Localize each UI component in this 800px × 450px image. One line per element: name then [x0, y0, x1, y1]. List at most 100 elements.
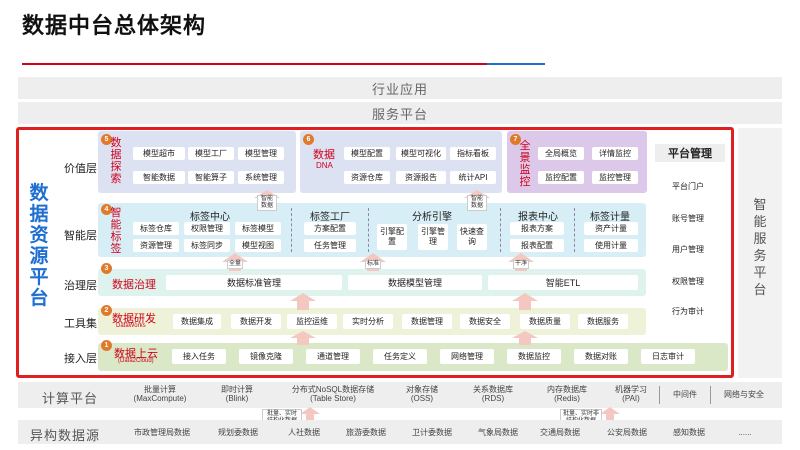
- compute-divider-1: [710, 386, 711, 404]
- arrow-shape: [600, 407, 620, 423]
- explore-item-1[interactable]: 模型工厂: [188, 147, 234, 160]
- dna-title: 数据: [313, 149, 335, 161]
- arrow-label-smart-data-2: 智能数据: [467, 195, 487, 211]
- intel-g0-item-5[interactable]: 模型视图: [235, 239, 281, 252]
- smart-service-label: 智能服务平台: [753, 197, 767, 297]
- arrow-label-smart-data-1: 智能数据: [257, 195, 277, 211]
- gov-item-1[interactable]: 数据模型管理: [348, 275, 482, 290]
- compute-item-7: 中间件: [662, 390, 708, 399]
- access-item-1[interactable]: 镜像克隆: [239, 349, 293, 364]
- intel-divider-2: [500, 208, 501, 252]
- intel-g3-item-1[interactable]: 报表配置: [510, 239, 564, 252]
- layer-label-tools: 工具集: [64, 318, 97, 330]
- intel-g0-item-1[interactable]: 权限管理: [184, 222, 230, 235]
- compute-item-2-sub: (Table Store): [310, 394, 356, 403]
- dna-item-3[interactable]: 资源仓库: [344, 171, 390, 184]
- mgmt-item-0[interactable]: 平台门户: [672, 182, 704, 191]
- arrow-label-clean: 干净: [513, 260, 530, 269]
- intel-group-3-title: 报表中心: [518, 212, 558, 223]
- intel-g4-item-0[interactable]: 资产计量: [584, 222, 638, 235]
- access-item-7[interactable]: 日志审计: [641, 349, 695, 364]
- dna-item-1[interactable]: 模型可视化: [396, 147, 446, 160]
- mgmt-item-1[interactable]: 账号管理: [672, 214, 704, 223]
- intel-g3-item-0[interactable]: 报表方案: [510, 222, 564, 235]
- compute-divider-0: [659, 386, 660, 404]
- compute-item-4-sub: (RDS): [481, 394, 505, 403]
- intel-g4-item-1[interactable]: 使用计量: [584, 239, 638, 252]
- intel-g1-item-1[interactable]: 任务管理: [304, 239, 356, 252]
- hetero-item-9: ......: [738, 428, 752, 437]
- intel-group-1-title: 标签工厂: [310, 212, 350, 223]
- explore-item-2[interactable]: 模型管理: [238, 147, 284, 160]
- access-item-0[interactable]: 接入任务: [172, 349, 226, 364]
- compute-item-0: 批量计算(MaxCompute): [120, 385, 200, 403]
- access-item-3[interactable]: 任务定义: [373, 349, 427, 364]
- dna-item-2[interactable]: 指标看板: [450, 147, 496, 160]
- monitor-item-3[interactable]: 监控管理: [592, 171, 638, 184]
- intel-divider-0: [291, 208, 292, 252]
- tools-item-2[interactable]: 监控运维: [287, 314, 337, 329]
- intel-g0-item-2[interactable]: 标签模型: [235, 222, 281, 235]
- compute-item-7-title: 中间件: [673, 390, 697, 399]
- explore-item-0[interactable]: 模型超市: [133, 147, 185, 160]
- intel-g2-item-2[interactable]: 快速查询: [457, 224, 487, 250]
- intel-g0-item-0[interactable]: 标签仓库: [133, 222, 179, 235]
- compute-item-5: 内存数据库(Redis): [534, 385, 600, 403]
- access-item-6[interactable]: 数据对账: [574, 349, 628, 364]
- gov-item-0[interactable]: 数据标准管理: [166, 275, 342, 290]
- explore-item-4[interactable]: 智能算子: [188, 171, 234, 184]
- dna-item-5[interactable]: 统计API: [450, 171, 496, 184]
- tools-item-4[interactable]: 数据管理: [402, 314, 452, 329]
- tools-item-6[interactable]: 数据质量: [520, 314, 570, 329]
- monitor-item-1[interactable]: 详情监控: [592, 147, 638, 160]
- layer-label-access: 接入层: [64, 353, 97, 365]
- hetero-item-4: 卫计委数据: [412, 428, 452, 437]
- compute-item-1-title: 即时计算: [221, 385, 253, 394]
- monitor-item-2[interactable]: 监控配置: [538, 171, 584, 184]
- up-arrow-icon: [512, 293, 538, 310]
- num-badge-6: 6: [303, 134, 314, 145]
- intel-g1-item-0[interactable]: 方案配置: [304, 222, 356, 235]
- tools-item-1[interactable]: 数据开发: [231, 314, 281, 329]
- tools-item-3[interactable]: 实时分析: [343, 314, 393, 329]
- hetero-item-8: 感知数据: [673, 428, 705, 437]
- mgmt-item-4[interactable]: 行为审计: [672, 307, 704, 316]
- intel-group-4-title: 标签计量: [590, 212, 630, 223]
- intel-g2-item-1[interactable]: 引擎管理: [418, 224, 448, 250]
- hetero-item-2: 人社数据: [288, 428, 320, 437]
- hetero-item-1: 规划委数据: [218, 428, 258, 437]
- access-item-5[interactable]: 数据监控: [507, 349, 561, 364]
- mgmt-item-2[interactable]: 用户管理: [672, 245, 704, 254]
- tools-item-0[interactable]: 数据集成: [173, 314, 221, 329]
- compute-item-1: 即时计算(Blink): [204, 385, 270, 403]
- dna-item-0[interactable]: 模型配置: [344, 147, 390, 160]
- num-badge-3: 3: [101, 263, 112, 274]
- compute-label: 计算平台: [42, 391, 99, 406]
- gov-label: 数据治理: [112, 279, 156, 291]
- monitor-item-0[interactable]: 全局概览: [538, 147, 584, 160]
- intel-group-2-title: 分析引擎: [412, 212, 452, 223]
- tools-item-5[interactable]: 数据安全: [460, 314, 510, 329]
- intel-g0-item-3[interactable]: 资源管理: [133, 239, 179, 252]
- intel-g2-item-0[interactable]: 引擎配置: [377, 224, 407, 250]
- tools-item-7[interactable]: 数据服务: [578, 314, 628, 329]
- data-resource-platform-label: 数据资源平台: [29, 183, 49, 309]
- access-item-4[interactable]: 网络管理: [440, 349, 494, 364]
- explore-item-5[interactable]: 系统管理: [238, 171, 284, 184]
- num-badge-1: 1: [101, 340, 112, 351]
- gov-item-2[interactable]: 智能ETL: [488, 275, 638, 290]
- hetero-band: [18, 420, 782, 444]
- up-arrow-icon: [290, 331, 316, 345]
- dna-item-4[interactable]: 资源报告: [396, 171, 446, 184]
- compute-item-6: 机器学习(PAI): [606, 385, 656, 403]
- monitor-title: 全景监控: [519, 140, 531, 188]
- access-item-2[interactable]: 通道管理: [306, 349, 360, 364]
- compute-item-8: 网络与安全: [714, 390, 774, 399]
- hetero-item-0: 市政管理局数据: [134, 428, 190, 437]
- intel-g0-item-4[interactable]: 标签同步: [184, 239, 230, 252]
- access-sub: (Data2Cloud): [118, 358, 154, 364]
- mgmt-item-3[interactable]: 权限管理: [672, 277, 704, 286]
- arrow-label-full: 全量: [227, 260, 244, 269]
- explore-item-3[interactable]: 智能数据: [133, 171, 185, 184]
- arrow-shape: [290, 293, 316, 310]
